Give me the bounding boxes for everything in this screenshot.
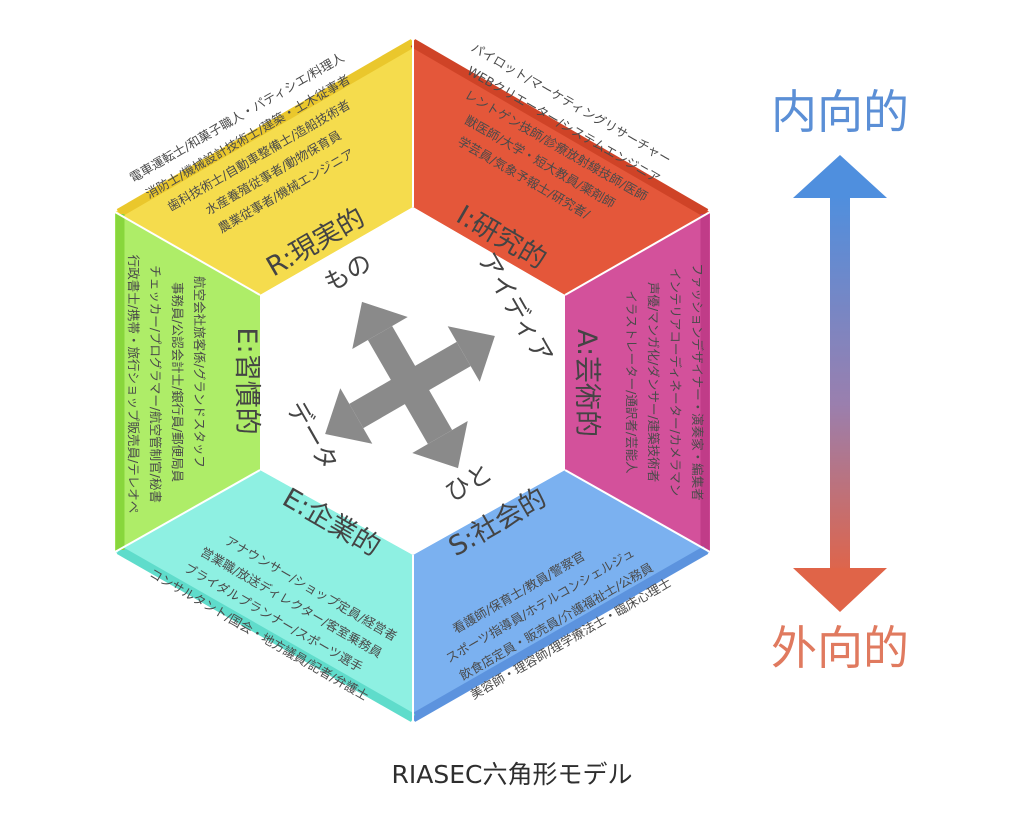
introvert-label: 内向的	[771, 85, 909, 139]
sector-c-title: E:習慣的	[231, 327, 262, 434]
sector-r-rim	[116, 39, 416, 217]
sector-dividers	[114, 39, 711, 722]
sector-i-shape	[413, 39, 710, 295]
sector-a-shape	[565, 212, 710, 552]
vertical-double-arrow-icon	[793, 155, 887, 612]
four-way-arrow-icon	[325, 301, 495, 469]
sector-a-jobs: ファッションデザイナー・演奏家・編集者 インテリアコーディネーター/カメラマン …	[624, 263, 705, 500]
sector-a-job: 声優/マンガ化/ダンサー/建築技術者	[646, 282, 661, 482]
sector-c-shape	[115, 212, 260, 552]
sector-c-jobs: 航空会社旅客係/グランドスタッフ 事務員/公認会計士/銀行員/郵便局員 チェッカ…	[126, 255, 207, 513]
sector-i-rim	[410, 39, 709, 217]
sector-s-shape	[413, 470, 710, 722]
extrovert-label: 外向的	[771, 621, 909, 675]
diagram-caption: RIASEC六角形モデル	[392, 760, 633, 789]
sector-e-rim	[116, 546, 416, 722]
sector-c-job: 事務員/公認会計士/銀行員/郵便局員	[170, 282, 185, 483]
sector-c-job: チェッカー/プログラマー/航空管制官/秘書	[148, 265, 163, 503]
sector-a-job: イラストレーター/通訳者/芸能人	[624, 290, 639, 474]
sector-a-title: A:芸術的	[571, 329, 602, 437]
sector-a-job: ファッションデザイナー・演奏家・編集者	[690, 263, 705, 500]
sector-a-job: インテリアコーディネーター/カメラマン	[668, 268, 683, 496]
sector-r-shape	[115, 39, 413, 295]
sector-c-job: 航空会社旅客係/グランドスタッフ	[192, 276, 207, 468]
sector-e-shape	[115, 470, 413, 722]
sector-s-rim	[410, 546, 709, 722]
sector-c-job: 行政書士/携帯・旅行ショップ販売員/テレオペ	[126, 255, 141, 513]
